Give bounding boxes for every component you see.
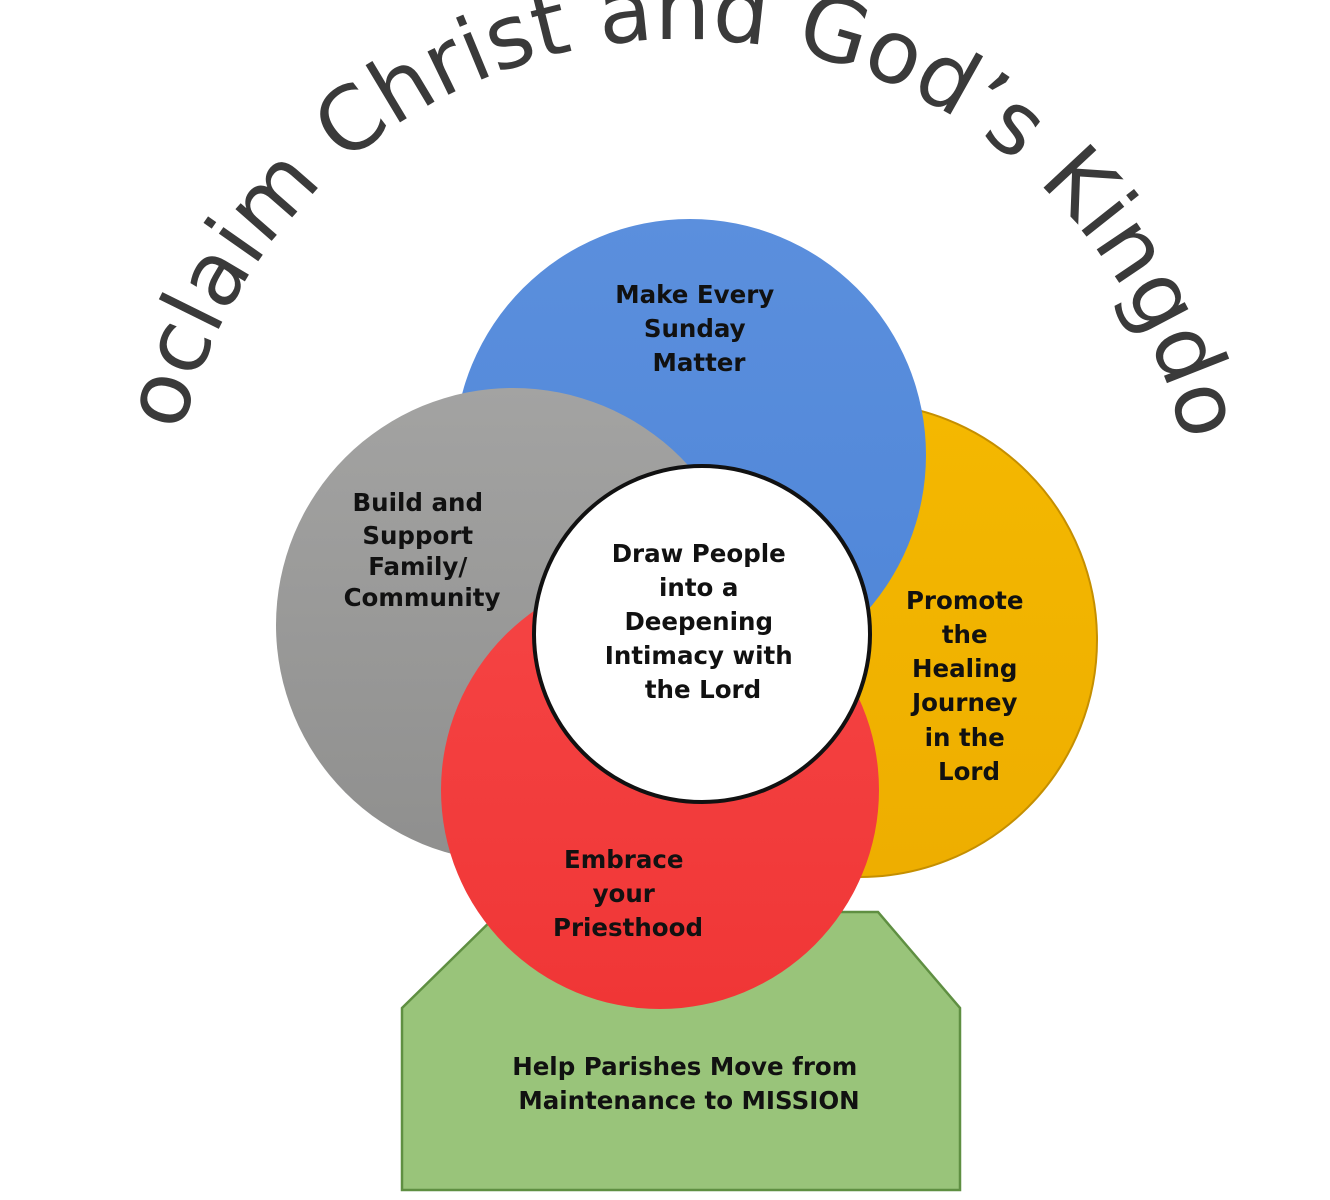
- label-base: Help Parishes Move from Maintenance to M…: [512, 1052, 866, 1115]
- label-left: Build and Support Family/ Community: [344, 488, 501, 612]
- label-top: Make Every Sunday Matter: [615, 280, 783, 377]
- label-center: Draw People into a Deepening Intimacy wi…: [605, 539, 801, 704]
- center-circle: [532, 464, 872, 804]
- label-bottom: Embrace your Priesthood: [553, 845, 703, 942]
- label-right: Promote the Healing Journey in the Lord: [906, 586, 1032, 786]
